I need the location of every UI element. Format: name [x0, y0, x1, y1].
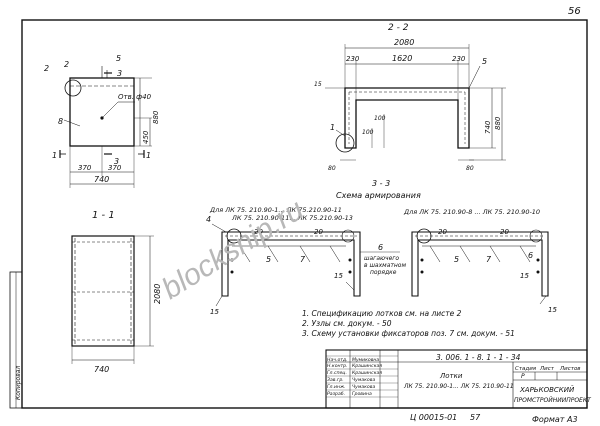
scheme-left-caption-2: ЛК 75. 210.90-11... ЛК 75.210.90-13 [231, 214, 353, 222]
sec22-dim-230b: 230 [452, 55, 466, 63]
sec22-dim-80a: 80 [328, 165, 336, 172]
sl-callout-20b: 20 [314, 228, 323, 236]
tb-person: Гровина [352, 391, 372, 397]
fv-callout-1-right: 1 [146, 151, 151, 160]
tb-role: Гл.инж. [327, 384, 346, 390]
tb-role: Разраб. [327, 391, 345, 397]
sr-callout-20a: 20 [438, 228, 447, 236]
fv-callout-8: 8 [58, 117, 63, 126]
sl-callout-7: 7 [300, 255, 306, 264]
note-2: 2. Узлы см. докум. - 50 [302, 319, 392, 328]
sec22-dim-230a: 230 [346, 55, 360, 63]
title-block [325, 349, 588, 409]
fv-callout-3-bottom: 3 [114, 157, 119, 166]
sr-callout-6: 6 [528, 251, 533, 260]
sec22-dim-880: 880 [494, 116, 502, 130]
fv-callout-5: 5 [116, 54, 121, 63]
sl-callout-20a: 20 [254, 228, 263, 236]
tb-role: Нач.отд. [327, 357, 348, 363]
section-2-2 [325, 44, 506, 161]
fv-dim-740: 740 [94, 175, 109, 184]
sl-callout-4: 4 [206, 215, 211, 224]
scheme-center-note-2: в шахматном [364, 262, 406, 269]
tb-name-2: ЛК 75. 210.90-1... ЛК 75. 210.90-11 [403, 383, 514, 390]
fv-dim-450: 450 [142, 130, 150, 144]
fv-callout-2a: 2 [44, 64, 49, 73]
sr-callout-5: 5 [454, 255, 459, 264]
tb-roles: Нач.отд. Н.контр. Гл.спец. Зав.гр. Гл.ин… [327, 357, 382, 397]
tb-person: Чумакова [352, 384, 375, 390]
scheme-title: Схема армирования [336, 191, 421, 200]
scheme-center-note-1: шагаючего [364, 255, 399, 262]
tb-org-1: ХАРЬКОВСКИЙ [519, 385, 575, 394]
sec22-dim-80b: 80 [466, 165, 474, 172]
sec22-title: 2 - 2 [388, 23, 409, 33]
tb-head-sheet: Лист [539, 366, 555, 372]
sec22-dim-2080: 2080 [394, 38, 414, 47]
front-view [59, 66, 152, 188]
sr-callout-20b: 20 [500, 228, 509, 236]
sec11-dim-740: 740 [94, 365, 109, 374]
scheme-right-caption: Для ЛК 75. 210.90-8 ... ЛК 75. 210.90-10 [403, 208, 540, 216]
page-number: 56 [568, 6, 581, 17]
tb-role: Зав.гр. [327, 377, 344, 383]
fv-dim-370b: 370 [108, 164, 122, 172]
tb-role: Гл.спец. [327, 370, 347, 376]
tb-person: Крашинская [352, 370, 382, 376]
sec22-dim-740: 740 [484, 120, 492, 134]
scheme-right-section [411, 228, 549, 305]
tb-stage-value: Р [521, 373, 525, 380]
sec22-dim-1620: 1620 [392, 54, 412, 63]
sec11-title: 1 - 1 [92, 210, 115, 221]
tb-person: Мумиковна [352, 357, 379, 363]
tb-name-1: Лотки [439, 372, 463, 380]
scheme-left-section [211, 223, 361, 307]
fv-dim-880: 880 [152, 110, 160, 124]
tb-role: Н.контр. [327, 363, 348, 369]
fv-dim-370a: 370 [78, 164, 92, 172]
footer-code: Ц 00015-01 [410, 413, 457, 422]
sec22-dim-100b: 100 [374, 115, 386, 122]
tb-person: Крашинская [352, 363, 382, 369]
sr-callout-7: 7 [486, 255, 492, 264]
scheme-left-caption-1: Для ЛК 75. 210.90-1... ЛК 75.210.90-11 [209, 206, 342, 214]
sl-callout-15a: 15 [334, 272, 343, 280]
tb-head-sheets: Листов [559, 366, 581, 372]
sec22-dim-15: 15 [314, 81, 322, 88]
tb-doc-code: 3. 006. 1 - 8. 1 - 1 - 34 [436, 353, 521, 362]
footer-format: Формат А3 [532, 415, 578, 424]
sr-callout-15b: 15 [548, 306, 557, 314]
scheme-center-note-3: порядке [370, 269, 397, 276]
tb-head-stage: Стадия [515, 366, 537, 372]
sec11-dim-2080: 2080 [153, 284, 162, 304]
sec22-callout-1: 1 [330, 123, 335, 132]
sl-callout-15b: 15 [210, 308, 219, 316]
sec22-dim-100a: 100 [362, 129, 374, 136]
section-1-1 [71, 235, 154, 364]
fv-callout-3-top: 3 [117, 69, 122, 78]
scheme-center-num: 6 [378, 243, 383, 252]
fv-hole-label: Отв. ф40 [118, 93, 152, 101]
tb-person: Чумакова [352, 377, 375, 383]
note-1: 1. Спецификацию лотков см. на листе 2 [302, 309, 462, 318]
side-stamp: Копировал [15, 366, 22, 400]
sec22-callout-5: 5 [482, 57, 487, 66]
sr-callout-15a: 15 [520, 272, 529, 280]
fv-callout-1-left: 1 [52, 151, 57, 160]
note-3: 3. Схему установки фиксаторов поз. 7 см.… [302, 329, 515, 338]
footer-number: 57 [470, 413, 481, 422]
tb-org-2: ПРОМСТРОЙНИИПРОЕКТ [514, 397, 592, 404]
sl-callout-5: 5 [266, 255, 271, 264]
fv-callout-2b: 2 [64, 60, 69, 69]
scheme-number: 3 - 3 [372, 179, 390, 188]
sheet-frame [21, 19, 588, 409]
